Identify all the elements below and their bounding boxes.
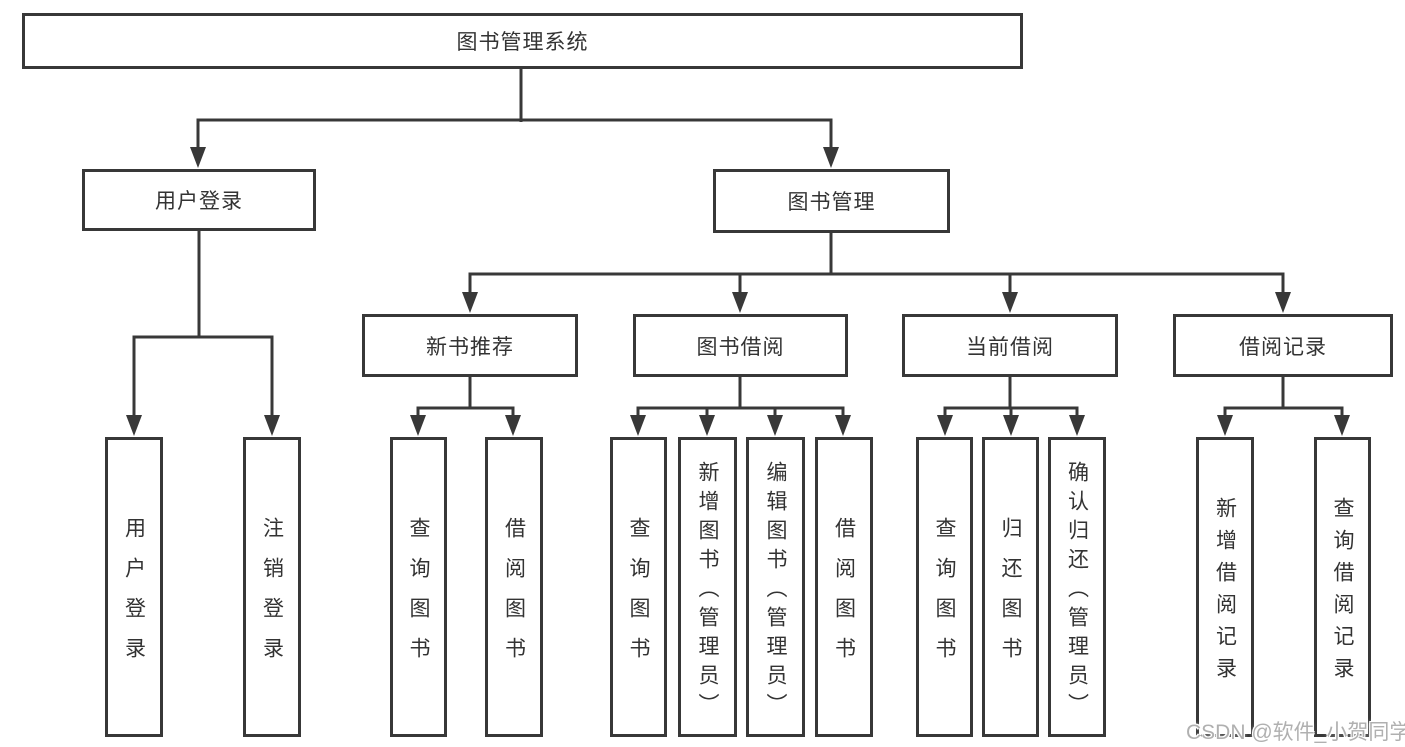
- node-label: 图书管理: [787, 191, 876, 214]
- node-book-borrowing: 图书借阅: [633, 314, 848, 377]
- leaf-query-books-recommend: 查询图书: [390, 437, 447, 737]
- node-label: 借阅记录: [1239, 335, 1327, 359]
- node-label: 新书推荐: [426, 335, 514, 359]
- node-label: 图书管理系统: [456, 31, 589, 54]
- leaf-borrow-books-recommend: 借阅图书: [485, 437, 543, 737]
- leaf-confirm-return-admin: 确认归还（管理员）: [1048, 437, 1106, 737]
- node-new-book-recommendation: 新书推荐: [362, 314, 578, 377]
- leaf-query-books-current: 查询图书: [916, 437, 973, 737]
- leaf-add-book-admin: 新增图书（管理员）: [678, 437, 737, 737]
- node-label: 图书借阅: [696, 335, 785, 359]
- leaf-label: 查询图书: [627, 516, 650, 677]
- leaf-edit-book-admin: 编辑图书（管理员）: [746, 437, 805, 737]
- leaf-add-borrow-record: 新增借阅记录: [1196, 437, 1254, 737]
- leaf-query-borrow-record: 查询借阅记录: [1314, 437, 1371, 737]
- leaf-return-books: 归还图书: [982, 437, 1039, 737]
- leaf-borrow-books-borrowing: 借阅图书: [815, 437, 873, 737]
- leaf-label: 查询借阅记录: [1331, 496, 1354, 689]
- leaf-label: 归还图书: [999, 516, 1022, 677]
- node-book-management: 图书管理: [713, 169, 950, 233]
- leaf-user-login: 用户登录: [105, 437, 163, 737]
- leaf-label: 用户登录: [122, 516, 146, 677]
- leaf-label: 新增借阅记录: [1213, 496, 1237, 689]
- leaf-label: 编辑图书（管理员）: [764, 460, 787, 722]
- node-label: 当前借阅: [966, 335, 1054, 359]
- leaf-query-books-borrowing: 查询图书: [610, 437, 667, 737]
- node-label: 用户登录: [155, 190, 243, 213]
- leaf-label: 借阅图书: [502, 516, 526, 677]
- node-borrowing-records: 借阅记录: [1173, 314, 1393, 377]
- csdn-watermark: CSDN @软件_小贺同学: [1186, 721, 1405, 744]
- leaf-logout: 注销登录: [243, 437, 301, 737]
- leaf-label: 新增图书（管理员）: [696, 460, 719, 722]
- node-user-login: 用户登录: [82, 169, 316, 231]
- leaf-label: 借阅图书: [832, 516, 856, 677]
- leaf-label: 注销登录: [260, 516, 284, 677]
- leaf-label: 查询图书: [933, 516, 956, 677]
- node-library-management-system: 图书管理系统: [22, 13, 1023, 69]
- leaf-label: 确认归还（管理员）: [1065, 460, 1089, 722]
- leaf-label: 查询图书: [407, 516, 430, 677]
- node-current-borrowing: 当前借阅: [902, 314, 1118, 377]
